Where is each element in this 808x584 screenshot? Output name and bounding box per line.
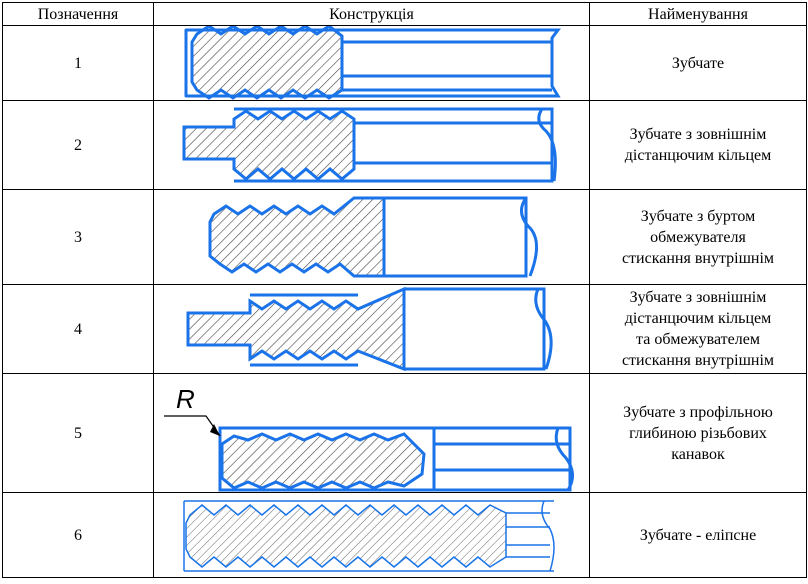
drawing-type-3: [208, 196, 538, 278]
name-line: стискання внутрішнім: [621, 249, 775, 267]
name-line: дістанцючим кільцем: [624, 147, 772, 164]
construction-drawing: R: [153, 373, 590, 493]
name-line: Зубчате: [671, 54, 725, 72]
row-number: 2: [2, 100, 154, 190]
name-line: глибиною різьбових: [629, 424, 767, 442]
drawing-type-4: [186, 286, 553, 372]
row-number: 5: [2, 373, 154, 493]
name-line: канавок: [671, 445, 725, 463]
construction-drawing: [153, 25, 590, 101]
drawing-type-6: [183, 500, 555, 572]
table-row: 2 Зубчате з зовнішнім дістанцючим кільце…: [2, 100, 807, 190]
row-number: 3: [2, 189, 154, 285]
table-row: 5 R Зубчате з профільною глибиною р: [2, 373, 807, 493]
name-line: Зубчате з зовнішнім: [629, 289, 767, 306]
row-number: 6: [2, 492, 154, 578]
name-line: Зубчате - еліпсне: [639, 526, 757, 544]
row-number: 4: [2, 284, 154, 374]
drawing-type-2: [182, 107, 557, 183]
row-name: Зубчате з буртом обмежувателя стискання …: [589, 189, 807, 285]
name-line: Зубчате з буртом: [640, 207, 756, 225]
name-line: Зубчате з зовнішнім: [629, 126, 767, 143]
construction-drawing: [153, 492, 590, 578]
table-row: 6 Зубчате - еліпсне: [2, 492, 807, 578]
header-name: Найменування: [589, 2, 807, 26]
row-number: 1: [2, 25, 154, 101]
row-name: Зубчате з зовнішнім дістанцючим кільцем: [589, 100, 807, 190]
table-row: 4 Зубчате з зовнішнім дістанцючим кільце…: [2, 284, 807, 374]
name-line: дістанцючим кільцем: [624, 310, 772, 327]
construction-drawing: [153, 189, 590, 285]
header-designation: Позначення: [2, 2, 154, 26]
name-line: та обмежувателем: [636, 331, 760, 348]
construction-drawing: [153, 284, 590, 374]
drawing-type-5: R: [164, 384, 574, 492]
row-name: Зубчате - еліпсне: [589, 492, 807, 578]
header-row: Позначення Конструкція Найменування: [2, 2, 807, 26]
table-row: 3 Зубчате з буртом обмежувателя стисканн…: [2, 189, 807, 285]
name-line: Зубчате з профільною: [623, 403, 773, 421]
row-name: Зубчате з профільною глибиною різьбових …: [589, 373, 807, 493]
drawing-type-1: [184, 26, 561, 100]
radius-label: R: [176, 384, 195, 414]
table-row: 1 Зубчате: [2, 25, 807, 101]
header-construction: Конструкція: [153, 2, 590, 26]
name-line: обмежувателя: [650, 228, 746, 246]
construction-drawing: [153, 100, 590, 190]
row-name: Зубчате з зовнішнім дістанцючим кільцем …: [589, 284, 807, 374]
row-name: Зубчате: [589, 25, 807, 101]
name-line: стискання внутрішнім: [621, 352, 775, 369]
